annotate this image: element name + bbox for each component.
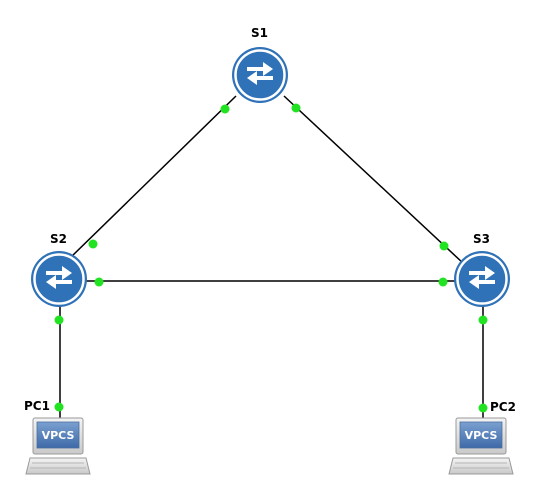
switch-s1[interactable] xyxy=(232,47,288,103)
port-dot-s2-to-pc1 xyxy=(54,315,64,325)
port-dot-pc1-to-s2 xyxy=(54,402,64,412)
port-dot-s1-to-s3 xyxy=(291,103,301,113)
link-s1-s3[interactable] xyxy=(283,95,465,265)
port-dot-pc2-to-s3 xyxy=(478,403,488,413)
switch-icon xyxy=(46,266,72,289)
port-status-dots xyxy=(54,103,488,413)
switch-icon xyxy=(469,266,495,289)
pc2-label: PC2 xyxy=(490,400,516,414)
port-dot-s2-to-s1 xyxy=(88,239,98,249)
port-dot-s3-to-s2 xyxy=(438,277,448,287)
vpcs-icon xyxy=(448,417,514,475)
switch-s1-label: S1 xyxy=(251,26,268,40)
vpcs-icon xyxy=(25,417,91,475)
switch-s2[interactable] xyxy=(31,251,87,307)
pc1-label: PC1 xyxy=(24,399,50,413)
switch-icon xyxy=(247,62,273,85)
switch-s3-label: S3 xyxy=(473,232,490,246)
link-s1-s2[interactable] xyxy=(69,95,237,259)
port-dot-s3-to-s1 xyxy=(439,241,449,251)
vpcs-pc1[interactable]: VPCS xyxy=(25,417,91,475)
vpcs-screen-text: VPCS xyxy=(42,429,75,442)
switch-s2-label: S2 xyxy=(50,232,67,246)
vpcs-pc2[interactable]: VPCS xyxy=(448,417,514,475)
vpcs-screen-text: VPCS xyxy=(465,429,498,442)
links xyxy=(59,95,484,420)
switch-s3[interactable] xyxy=(454,251,510,307)
port-dot-s2-to-s3 xyxy=(94,277,104,287)
port-dot-s1-to-s2 xyxy=(220,104,230,114)
port-dot-s3-to-pc2 xyxy=(478,315,488,325)
